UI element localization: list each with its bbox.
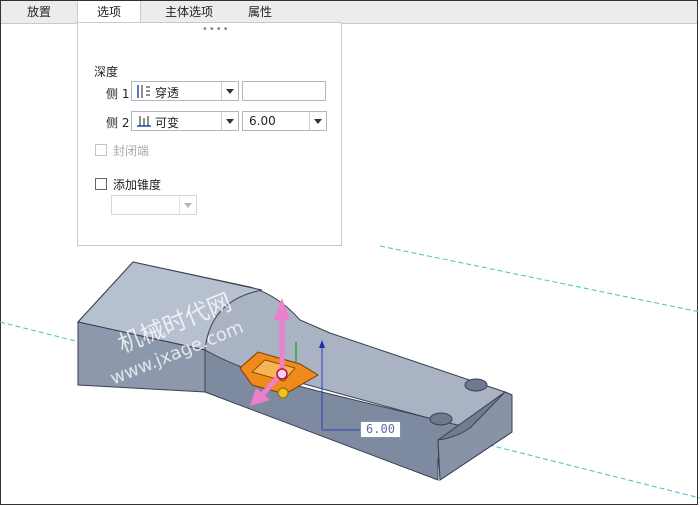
chevron-down-icon[interactable] xyxy=(221,82,238,100)
through-all-icon xyxy=(137,85,150,98)
side2-value: 6.00 xyxy=(249,114,276,128)
side1-value-field[interactable] xyxy=(242,81,326,101)
side2-label: 侧 2 xyxy=(106,116,130,130)
tab-placement[interactable]: 放置 xyxy=(26,5,51,19)
depth-section-title: 深度 xyxy=(94,65,119,79)
side1-depth-select[interactable]: 穿透 xyxy=(131,81,239,101)
axis-line-2 xyxy=(379,245,700,313)
tab-properties[interactable]: 属性 xyxy=(247,5,272,19)
drag-arrow-down-head[interactable] xyxy=(250,388,270,406)
checkbox-box[interactable] xyxy=(95,178,107,190)
side2-depth-mode: 可变 xyxy=(155,116,180,130)
side2-value-combo[interactable]: 6.00 xyxy=(242,111,327,131)
add-taper-checkbox[interactable]: 添加锥度 xyxy=(95,176,161,193)
capped-ends-label: 封闭端 xyxy=(113,144,150,158)
side1-label: 侧 1 xyxy=(106,87,130,101)
taper-value-select[interactable] xyxy=(111,195,197,215)
variable-depth-icon xyxy=(137,116,151,127)
drag-handle-center[interactable] xyxy=(276,368,288,380)
dimension-arrow xyxy=(319,340,325,348)
side2-depth-select[interactable]: 可变 xyxy=(131,111,239,131)
part-corner-round xyxy=(437,391,513,481)
hole-1 xyxy=(464,378,488,392)
panel-grip-handle[interactable]: •••• xyxy=(202,24,230,35)
drag-arrow-up-head[interactable] xyxy=(274,298,290,320)
side1-depth-mode: 穿透 xyxy=(155,86,180,100)
chevron-down-icon[interactable] xyxy=(221,112,238,130)
checkbox-box[interactable] xyxy=(95,144,107,156)
add-taper-label: 添加锥度 xyxy=(113,178,162,192)
chevron-down-icon[interactable] xyxy=(309,112,326,130)
dimension-value-box[interactable]: 6.00 xyxy=(360,421,401,438)
part-raised-face xyxy=(77,261,263,351)
drag-handle-point[interactable] xyxy=(277,387,289,399)
tab-options[interactable]: 选项 xyxy=(77,1,141,24)
chevron-down-icon[interactable] xyxy=(179,196,196,214)
tab-body-options[interactable]: 主体选项 xyxy=(164,5,213,19)
tab-bar: 放置 选项 主体选项 属性 xyxy=(1,1,697,24)
options-panel: •••• 深度 侧 1 穿透 侧 2 可变 6.00 封闭端 添加 xyxy=(77,22,342,246)
capped-ends-checkbox[interactable]: 封闭端 xyxy=(95,142,149,159)
hole-2 xyxy=(429,412,453,426)
